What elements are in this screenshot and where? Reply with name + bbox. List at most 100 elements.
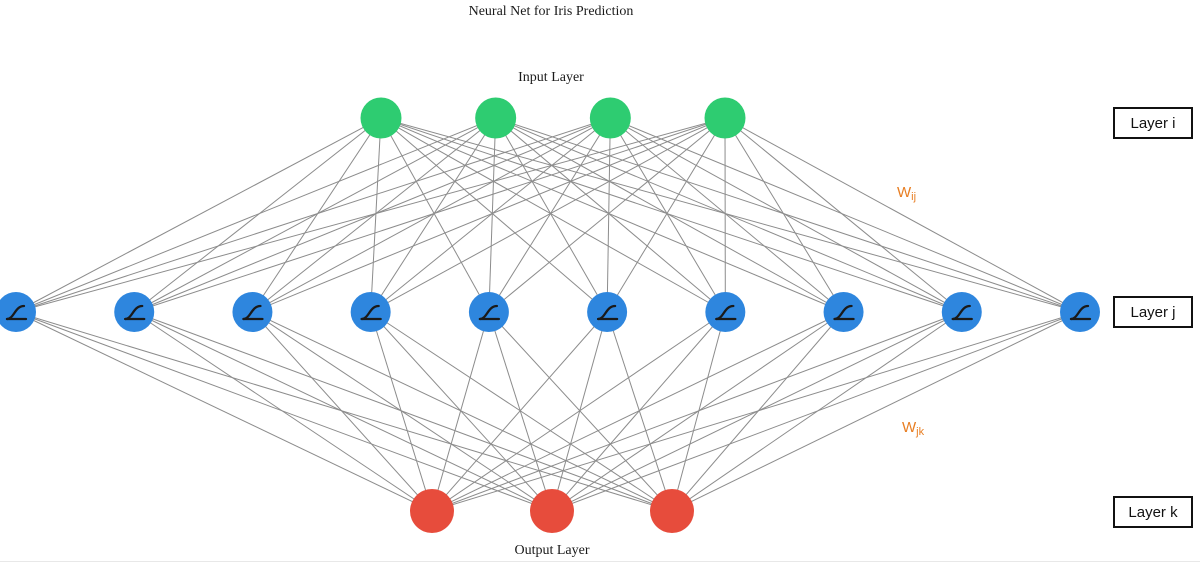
edge-hidden-output xyxy=(370,311,553,512)
edge-input-hidden xyxy=(488,117,611,313)
edge-input-hidden xyxy=(380,117,726,313)
edge-input-hidden xyxy=(15,117,611,313)
edge-hidden-output xyxy=(671,311,1081,512)
activation-curve-stroke xyxy=(124,304,144,321)
edge-input-hidden xyxy=(495,117,962,313)
edge-input-hidden xyxy=(495,117,608,313)
edge-input-hidden xyxy=(606,117,611,313)
activation-curve-icon xyxy=(242,304,264,321)
edge-input-hidden xyxy=(610,117,844,313)
edge-input-hidden xyxy=(15,117,496,313)
edge-input-hidden xyxy=(134,117,726,313)
edge-hidden-output xyxy=(15,311,433,512)
edge-input-hidden xyxy=(15,117,726,313)
edge-input-hidden xyxy=(380,117,962,313)
edge-input-hidden xyxy=(370,117,611,313)
edge-hidden-output xyxy=(134,311,553,512)
activation-curve-stroke xyxy=(5,304,26,321)
edge-input-hidden xyxy=(252,117,496,313)
activation-curve-stroke xyxy=(596,304,617,321)
activation-curve-stroke xyxy=(360,304,380,321)
edge-hidden-output xyxy=(370,311,673,512)
edge-hidden-output xyxy=(252,311,553,512)
input-layer-label: Input Layer xyxy=(518,70,584,85)
activation-curve-icon xyxy=(124,304,146,321)
activation-curve-icon xyxy=(833,304,855,321)
activation-curve-stroke xyxy=(833,304,853,321)
edge-hidden-output xyxy=(431,311,1081,512)
output-node xyxy=(410,489,454,533)
edge-input-hidden xyxy=(133,117,496,313)
weight-jk-label: Wjk xyxy=(902,419,924,438)
edge-input-hidden xyxy=(724,117,844,313)
edge-hidden-output xyxy=(431,311,844,512)
activation-curve-icon xyxy=(360,304,382,321)
edge-input-hidden xyxy=(15,117,382,313)
output-layer-label: Output Layer xyxy=(514,543,590,558)
weight-ij-label: Wij xyxy=(897,184,916,203)
edge-input-hidden xyxy=(380,117,844,313)
activation-curve-icon xyxy=(478,304,501,321)
weight-jk-base: W xyxy=(902,419,917,436)
page-title: Neural Net for Iris Prediction xyxy=(468,4,634,19)
input-node xyxy=(589,97,631,139)
input-node xyxy=(704,97,746,139)
edge-input-hidden xyxy=(488,117,726,313)
output-node xyxy=(650,489,694,533)
edge-input-hidden xyxy=(133,117,382,313)
activation-curve-icon xyxy=(596,304,619,321)
edge-input-hidden xyxy=(370,117,726,313)
edge-hidden-output xyxy=(488,311,673,512)
activation-curve-icon xyxy=(951,304,973,321)
edge-input-hidden xyxy=(609,117,726,313)
activation-curve-stroke xyxy=(715,304,735,321)
activation-curve-stroke xyxy=(242,304,262,321)
weight-ij-base: W xyxy=(897,184,912,201)
edge-input-hidden xyxy=(495,117,726,313)
edge-input-hidden xyxy=(252,117,382,313)
edge-hidden-output xyxy=(488,311,553,512)
hidden-node xyxy=(0,292,36,332)
activation-curve-stroke xyxy=(1069,304,1090,321)
weight-jk-sub: jk xyxy=(916,426,925,438)
activation-curve-stroke xyxy=(478,304,499,321)
edge-hidden-output xyxy=(252,311,433,512)
layer-k-box: Layer k xyxy=(1113,496,1193,528)
activation-curve-icon xyxy=(1069,304,1092,321)
edge-input-hidden xyxy=(495,117,844,313)
activation-curve-icon xyxy=(715,304,737,321)
weight-ij-sub: ij xyxy=(911,191,917,203)
edge-input-hidden xyxy=(380,117,490,313)
layer-i-box: Layer i xyxy=(1113,107,1193,139)
edge-input-hidden xyxy=(610,117,1081,313)
output-node xyxy=(530,489,574,533)
edge-input-hidden xyxy=(724,117,963,313)
edge-input-hidden xyxy=(380,117,1081,313)
edge-input-hidden xyxy=(370,117,497,313)
edge-hidden-output xyxy=(606,311,673,512)
edge-input-hidden xyxy=(495,117,1081,313)
edge-hidden-output xyxy=(431,311,608,512)
edge-hidden-output xyxy=(252,311,673,512)
edge-hidden-output xyxy=(431,311,490,512)
edge-hidden-output xyxy=(133,311,433,512)
edge-input-hidden xyxy=(380,117,608,313)
activation-curve-stroke xyxy=(951,304,971,321)
edge-input-hidden xyxy=(610,117,963,313)
edge-input-hidden xyxy=(252,117,611,313)
edge-hidden-output xyxy=(551,311,1081,512)
edge-input-hidden xyxy=(488,117,497,313)
edge-input-hidden xyxy=(252,117,726,313)
input-node xyxy=(360,97,402,139)
input-node xyxy=(475,97,517,139)
edge-hidden-output xyxy=(431,311,726,512)
activation-curve-icon xyxy=(5,304,28,321)
layer-j-box: Layer j xyxy=(1113,296,1193,328)
edge-input-hidden xyxy=(724,117,1081,313)
edge-hidden-output xyxy=(671,311,726,512)
edge-hidden-output xyxy=(370,311,433,512)
edge-input-hidden xyxy=(606,117,726,313)
edge-hidden-output xyxy=(431,311,962,512)
